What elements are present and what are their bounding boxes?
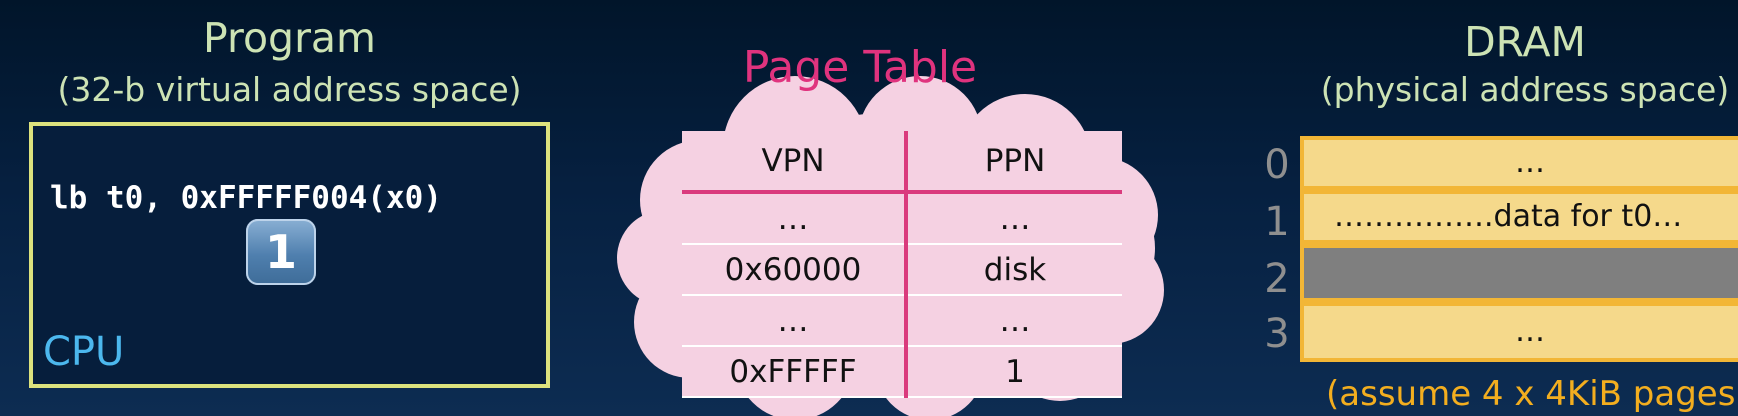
cpu-label: CPU	[43, 329, 125, 375]
page-table-header-row: VPN PPN	[682, 131, 1122, 194]
dram-page-2	[1300, 244, 1738, 302]
dram-row-index: 0	[1264, 142, 1290, 188]
page-table-title: Page Table	[742, 42, 978, 93]
table-row: 0xFFFFF 1	[682, 346, 1122, 398]
ppn-cell: disk	[906, 244, 1122, 296]
vpn-cell: 0x60000	[682, 244, 908, 296]
dram-title: DRAM	[1464, 18, 1586, 66]
page-table: VPN PPN … … 0x60000 disk … … 0xFFFFF 1	[682, 131, 1122, 398]
program-subtitle: (32-b virtual address space)	[57, 70, 522, 109]
step-one-badge: 1	[246, 219, 316, 285]
dram-page-note: (assume 4 x 4KiB pages)	[1326, 374, 1738, 414]
instruction-text: lb t0, 0xFFFFF004(x0)	[50, 180, 442, 216]
cpu-box	[29, 122, 550, 388]
dram-row-index: 1	[1264, 199, 1290, 245]
ppn-cell: …	[906, 192, 1122, 245]
ppn-cell: …	[906, 295, 1122, 347]
dram-page-0: …	[1300, 136, 1738, 190]
dram-row-index: 3	[1264, 311, 1290, 357]
dram-page-content: …	[1515, 145, 1545, 180]
dram-page-3: …	[1300, 302, 1738, 362]
table-row: 0x60000 disk	[682, 244, 1122, 296]
header-vpn: VPN	[682, 131, 908, 194]
table-row: … …	[682, 295, 1122, 347]
dram-page-content: …………….data for t0…	[1334, 199, 1683, 234]
vpn-cell: …	[682, 192, 908, 245]
dram-subtitle: (physical address space)	[1320, 70, 1730, 109]
program-title: Program	[203, 14, 376, 62]
vpn-cell: 0xFFFFF	[682, 346, 908, 398]
vpn-cell: …	[682, 295, 908, 347]
dram-page-content: …	[1515, 314, 1545, 349]
header-ppn: PPN	[906, 131, 1122, 194]
ppn-cell: 1	[906, 346, 1122, 398]
table-row: … …	[682, 192, 1122, 245]
dram-row-index: 2	[1264, 256, 1290, 302]
dram-page-1: …………….data for t0…	[1300, 190, 1738, 244]
